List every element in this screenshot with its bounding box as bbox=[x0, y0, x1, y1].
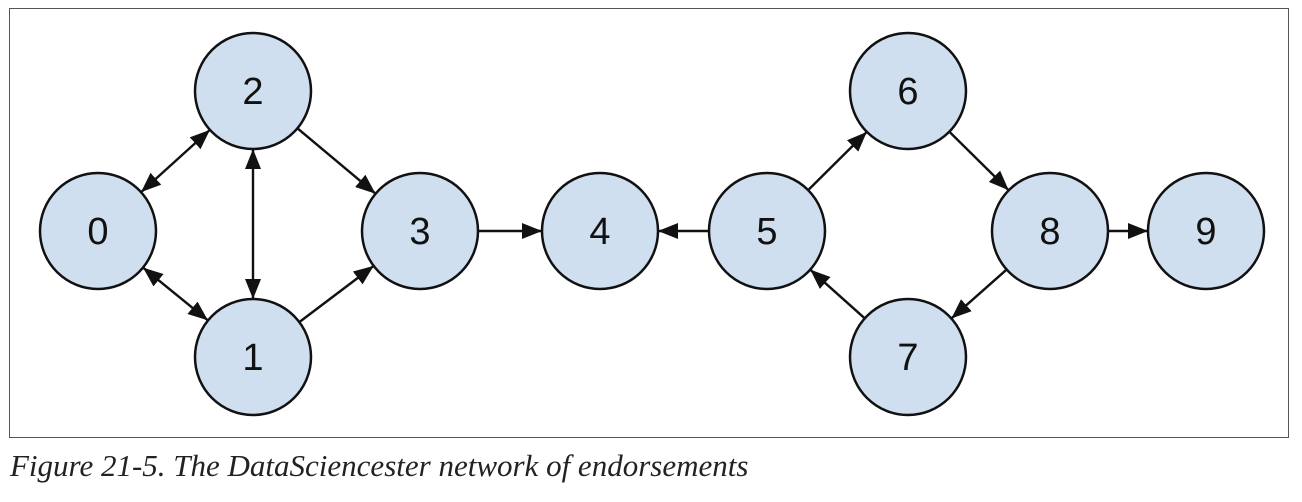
edges-layer bbox=[140, 127, 1148, 323]
network-graph: 0 1 2 3 4 5 6 7 8 9 bbox=[38, 31, 1266, 417]
figure-caption: Figure 21-5. The DataSciencester network… bbox=[10, 448, 749, 483]
node-label: 7 bbox=[897, 337, 918, 379]
node-circle bbox=[990, 171, 1110, 291]
node-label: 8 bbox=[1039, 211, 1060, 253]
node-circle bbox=[540, 171, 660, 291]
node-circle bbox=[193, 31, 313, 151]
node-7: 7 bbox=[848, 297, 968, 417]
node-label: 6 bbox=[897, 71, 918, 113]
node-0: 0 bbox=[38, 171, 158, 291]
node-8: 8 bbox=[990, 171, 1110, 291]
node-circle bbox=[707, 171, 827, 291]
node-circle bbox=[848, 297, 968, 417]
node-circle bbox=[848, 31, 968, 151]
node-label: 3 bbox=[409, 211, 430, 253]
node-9: 9 bbox=[1146, 171, 1266, 291]
nodes-layer: 0 1 2 3 4 5 6 7 8 9 bbox=[38, 31, 1266, 417]
node-label: 9 bbox=[1195, 211, 1216, 253]
node-label: 0 bbox=[87, 211, 108, 253]
edge-6-8-arrow bbox=[949, 131, 1009, 191]
node-label: 4 bbox=[589, 211, 610, 253]
node-label: 2 bbox=[242, 71, 263, 113]
node-5: 5 bbox=[707, 171, 827, 291]
node-circle bbox=[360, 171, 480, 291]
node-4: 4 bbox=[540, 171, 660, 291]
figure-frame: 0 1 2 3 4 5 6 7 8 9 bbox=[9, 8, 1289, 438]
edge-1-3-arrow bbox=[299, 265, 374, 323]
edge-7-5-arrow bbox=[810, 269, 865, 319]
node-label: 1 bbox=[242, 337, 263, 379]
node-circle bbox=[38, 171, 158, 291]
edge-5-6-arrow bbox=[808, 131, 867, 191]
edge-0-2-bidirectional bbox=[140, 129, 211, 193]
node-label: 5 bbox=[756, 211, 777, 253]
edge-8-7-arrow bbox=[951, 269, 1007, 319]
node-1: 1 bbox=[193, 297, 313, 417]
node-3: 3 bbox=[360, 171, 480, 291]
edge-2-3-arrow bbox=[297, 127, 376, 195]
edge-0-1-bidirectional bbox=[143, 267, 208, 321]
node-6: 6 bbox=[848, 31, 968, 151]
node-2: 2 bbox=[193, 31, 313, 151]
node-circle bbox=[1146, 171, 1266, 291]
node-circle bbox=[193, 297, 313, 417]
